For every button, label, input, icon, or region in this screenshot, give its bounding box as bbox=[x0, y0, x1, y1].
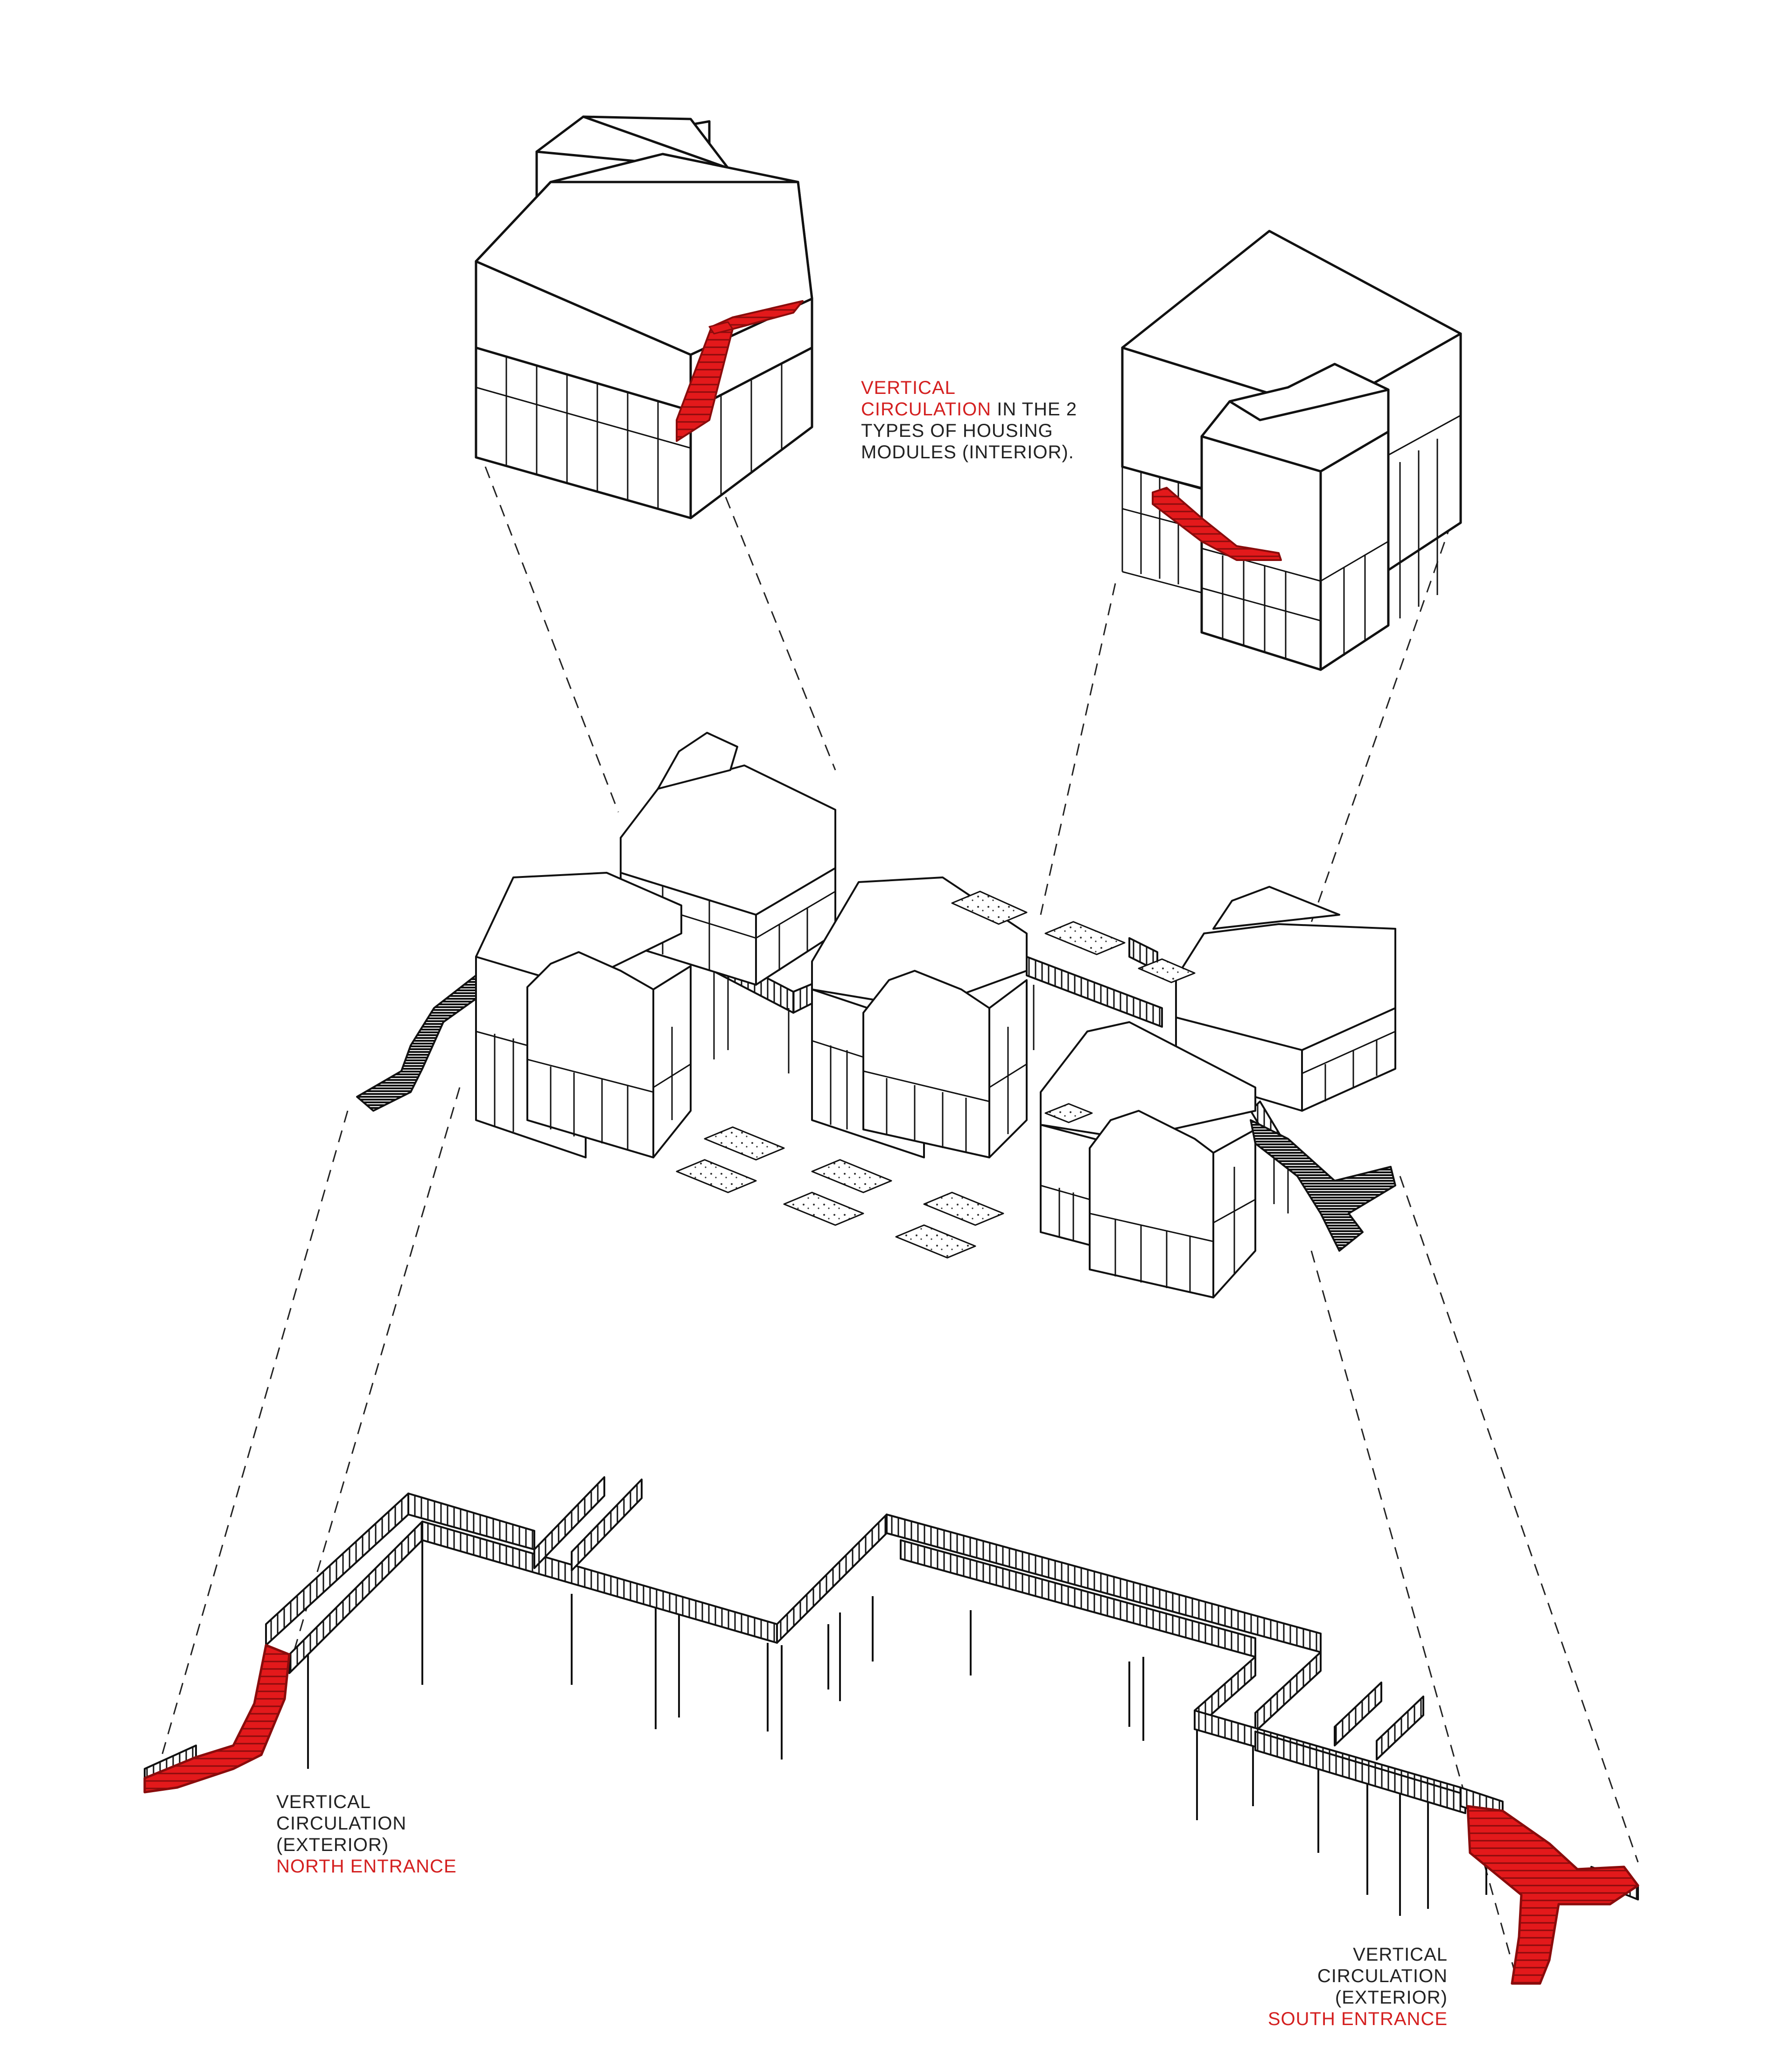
north-exterior-stair-small bbox=[356, 974, 477, 1112]
south-entrance-label: VERTICAL CIRCULATION (EXTERIOR) SOUTH EN… bbox=[1260, 1944, 1448, 2030]
projection-lines bbox=[153, 466, 1639, 1979]
interior-stair-type-a bbox=[676, 300, 804, 442]
label-line: TYPES OF HOUSING bbox=[861, 421, 1053, 441]
village-cluster bbox=[356, 732, 1396, 1298]
south-entrance-stair bbox=[1466, 1805, 1639, 1985]
projection-line bbox=[153, 1110, 349, 1783]
south-exterior-stair-small bbox=[1250, 1119, 1396, 1252]
walkway-piers bbox=[307, 1540, 1487, 1916]
label-line: (EXTERIOR) bbox=[1335, 1987, 1448, 2008]
projection-line bbox=[1040, 583, 1116, 915]
projection-line bbox=[725, 497, 836, 771]
housing-module-type-b bbox=[1121, 230, 1462, 671]
north-entrance-label: VERTICAL CIRCULATION (EXTERIOR) NORTH EN… bbox=[276, 1791, 457, 1877]
north-entrance-stair bbox=[143, 1644, 291, 1794]
elevated-walkway bbox=[143, 1476, 1639, 1985]
planters bbox=[676, 890, 1196, 1259]
label-line: MODULES (INTERIOR). bbox=[861, 442, 1074, 463]
projection-line bbox=[1310, 1250, 1518, 1979]
projection-line bbox=[1399, 1176, 1639, 1863]
interior-stair-type-b bbox=[1152, 487, 1282, 561]
housing-module-type-a bbox=[475, 115, 813, 519]
interior-circulation-label: VERTICAL CIRCULATION IN THE 2 TYPES OF H… bbox=[861, 377, 1077, 463]
label-line: (EXTERIOR) bbox=[276, 1835, 389, 1855]
label-line: VERTICAL bbox=[1353, 1944, 1448, 1965]
projection-line bbox=[291, 1087, 461, 1660]
walkway-railings bbox=[144, 1476, 1639, 1900]
label-accent: CIRCULATION bbox=[861, 399, 992, 420]
label-text: IN THE 2 bbox=[991, 399, 1078, 420]
label-line: VERTICAL bbox=[861, 378, 956, 398]
label-accent: SOUTH ENTRANCE bbox=[1267, 2009, 1448, 2029]
label-line: VERTICAL bbox=[276, 1792, 371, 1812]
label-line: CIRCULATION bbox=[1317, 1966, 1448, 1986]
label-accent: NORTH ENTRANCE bbox=[276, 1856, 457, 1877]
projection-line bbox=[484, 466, 619, 813]
label-line: CIRCULATION bbox=[276, 1813, 407, 1834]
label-line: CIRCULATION IN THE 2 bbox=[861, 399, 1077, 420]
